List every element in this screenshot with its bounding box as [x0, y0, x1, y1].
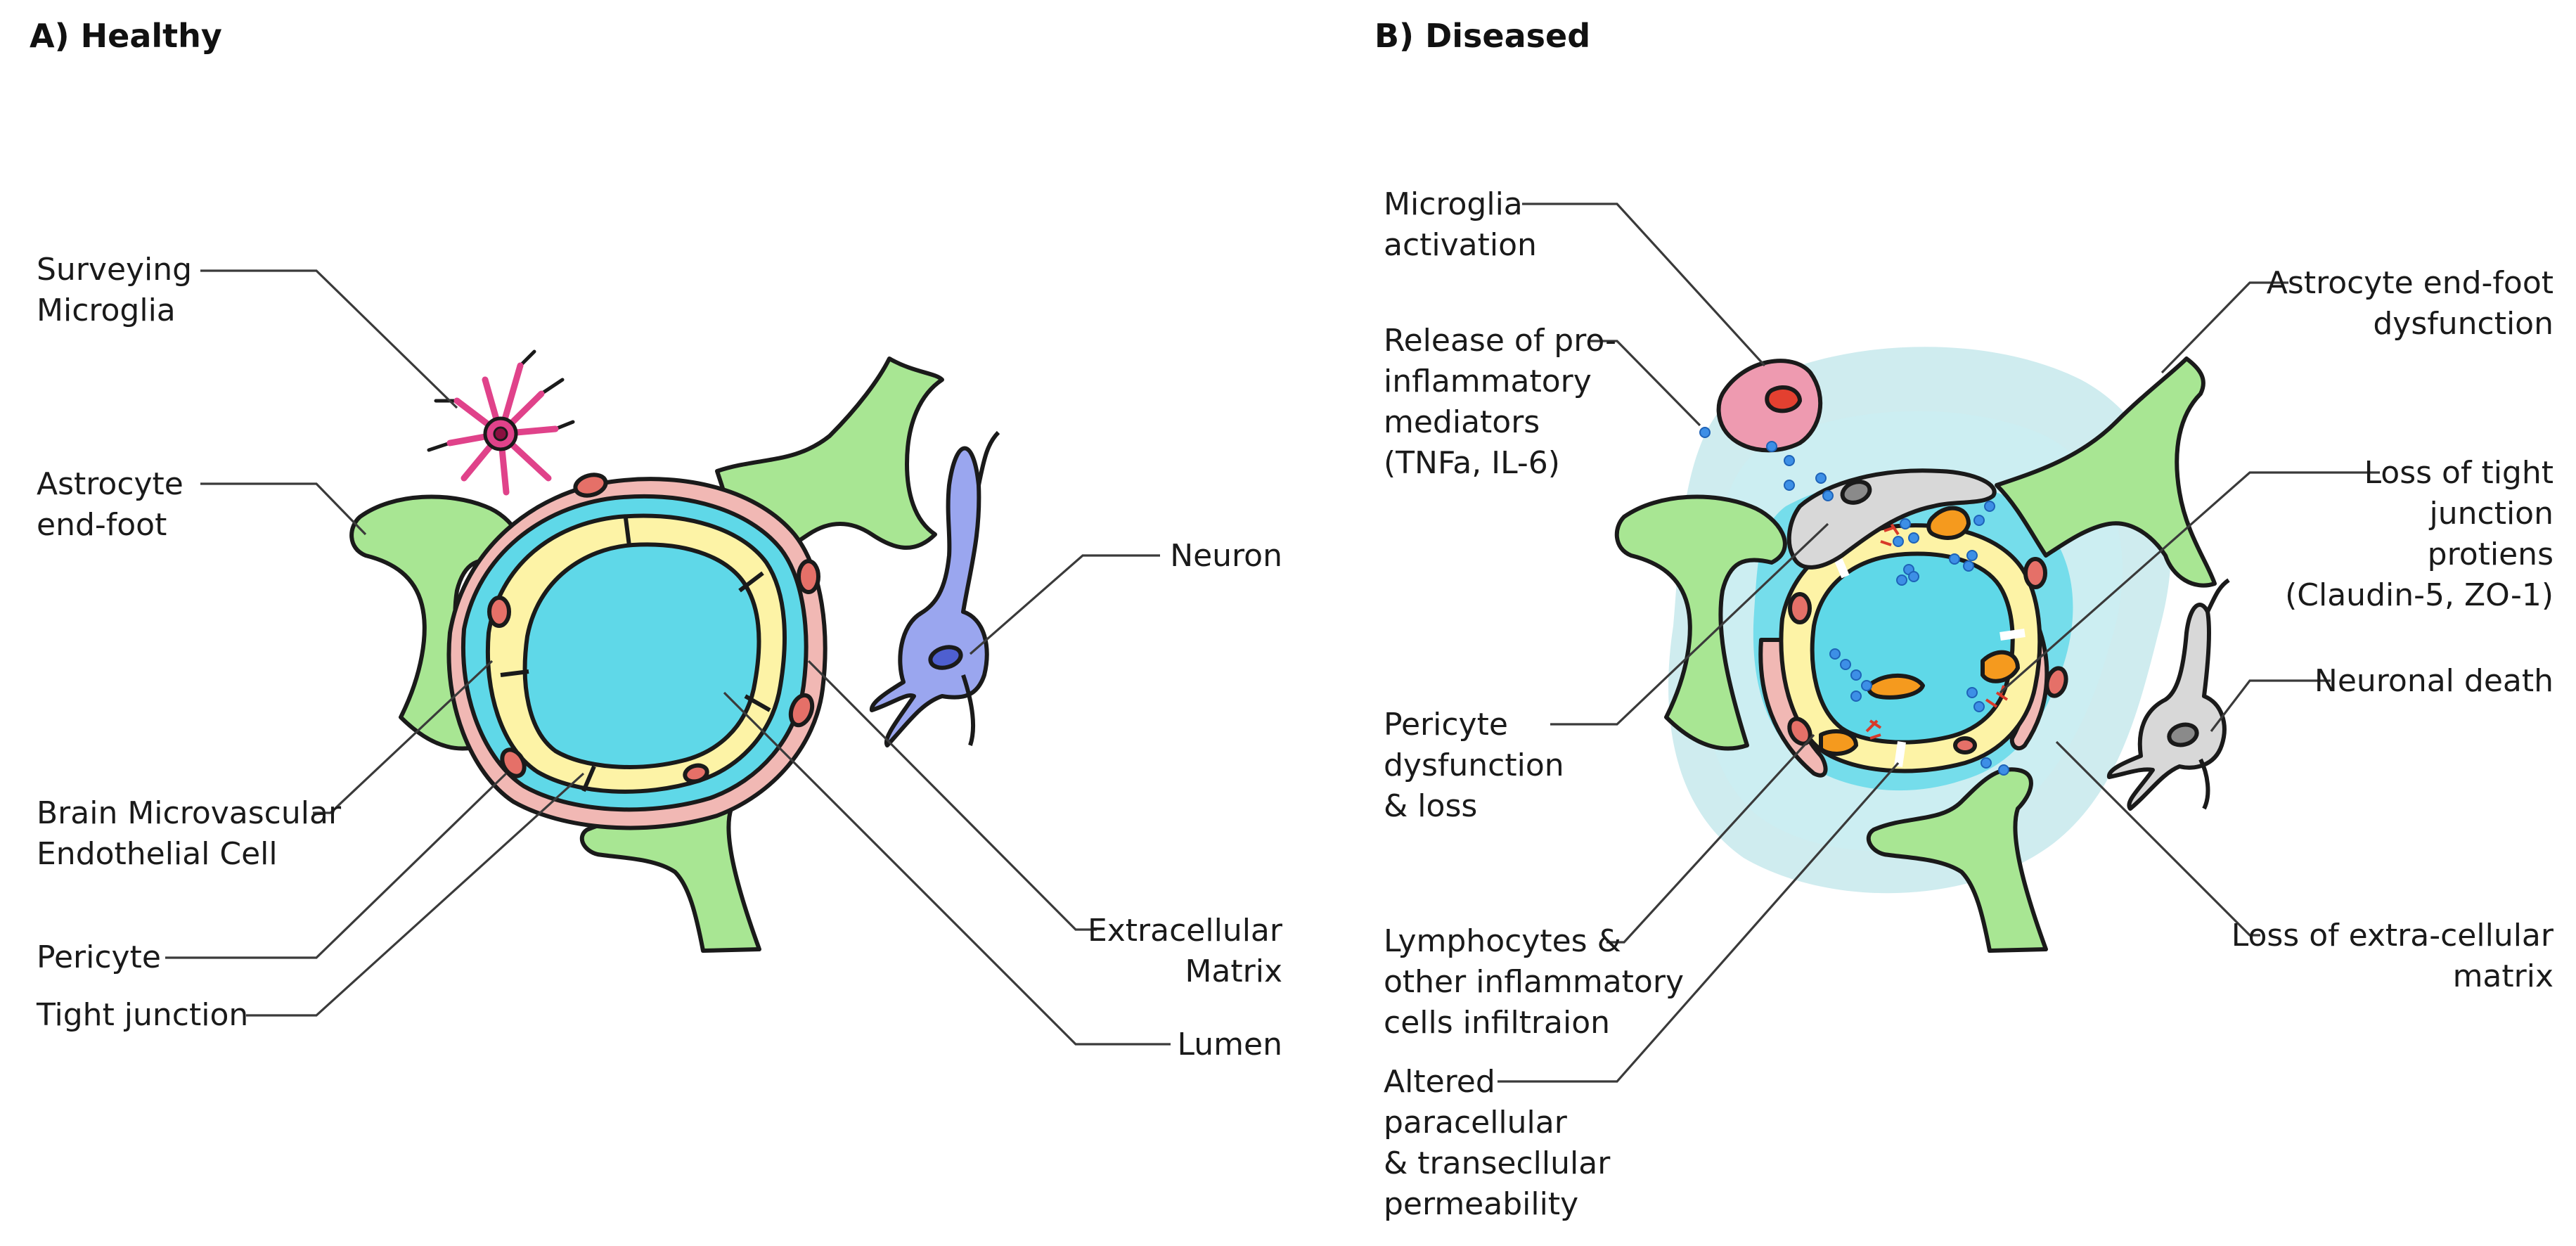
label-lymphocytes: Lymphocytes & other inflammatory cells i…	[1384, 923, 1684, 1041]
label-lumen: Lumen	[1177, 1027, 1282, 1062]
healthy-vessel	[349, 349, 1000, 953]
neuron-healthy	[869, 430, 1000, 747]
label-astrocyte-end-foot: Astrocyte end-foot	[37, 466, 183, 543]
broken-tight-junctions	[1865, 522, 2009, 740]
astrocyte-bottom-d	[1866, 767, 2048, 953]
label-loss-ecm: Loss of extra-cellular matrix	[2231, 918, 2554, 994]
label-microglia-activation: Microglia activation	[1384, 186, 1537, 263]
diseased-vessel	[1614, 347, 2230, 953]
label-tight-junction: Tight junction	[37, 997, 249, 1033]
pericyte-nuclei	[487, 473, 820, 784]
label-extracellular-matrix: Extracellular Matrix	[1087, 913, 1282, 989]
label-permeability: Altered paracellular & transecllular per…	[1384, 1064, 1611, 1222]
label-neuron: Neuron	[1170, 538, 1282, 574]
activated-microglia	[1716, 359, 1823, 453]
lumen	[522, 542, 761, 769]
panel-title-healthy: A) Healthy	[30, 17, 222, 55]
label-astrocyte-dysfunction: Astrocyte end-foot dysfunction	[2266, 265, 2554, 342]
label-pericyte-dysfunction: Pericyte dysfunction & loss	[1384, 707, 1564, 824]
healthy-leaders	[165, 269, 1171, 1046]
label-loss-tight-junction: Loss of tight junction protiens (Claudin…	[2285, 455, 2554, 613]
label-surveying-microglia: Surveying Microglia	[37, 252, 193, 328]
tight-junctions	[500, 518, 771, 792]
label-endothelial-cell: Brain Microvascular Endothelial Cell	[37, 795, 342, 872]
astrocyte-left-d	[1614, 494, 1787, 751]
label-pericyte: Pericyte	[37, 939, 161, 975]
panel-title-diseased: B) Diseased	[1374, 17, 1591, 55]
surveying-microglia	[427, 349, 575, 496]
label-pro-inflammatory: Release of pro- inflammatory mediators (…	[1384, 323, 1616, 481]
neuron-dead	[2107, 578, 2230, 811]
lymphocytes	[1819, 506, 2020, 756]
label-neuronal-death: Neuronal death	[2314, 663, 2554, 699]
diseased-leaders	[1498, 203, 2380, 1083]
